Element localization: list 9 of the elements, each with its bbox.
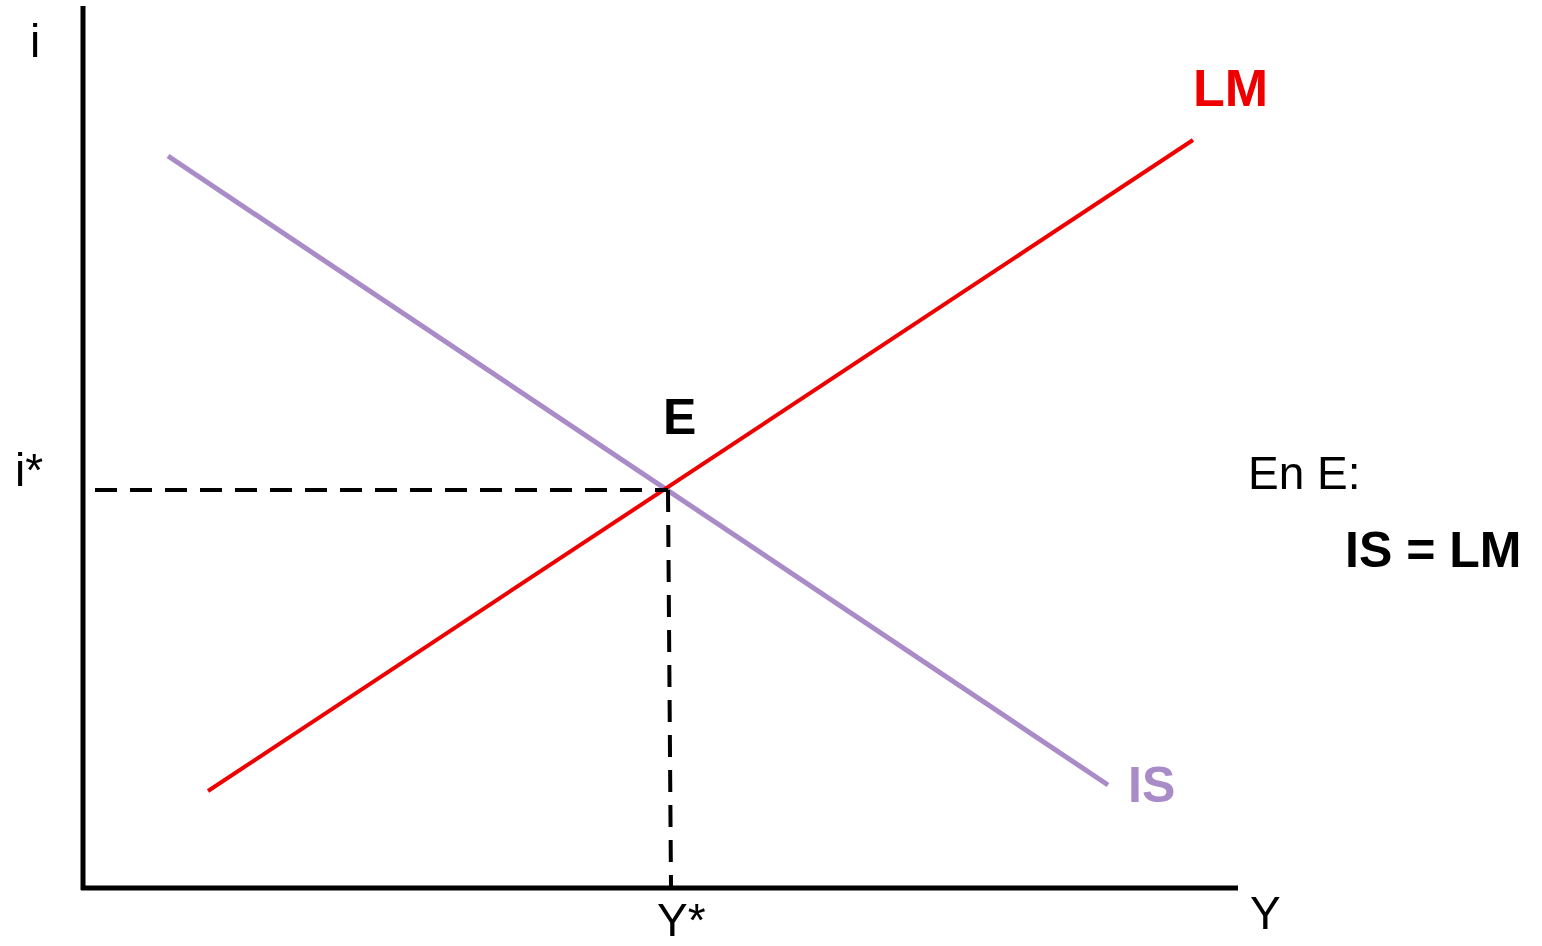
curve-label: LM <box>1193 62 1269 114</box>
axis-value-label: Y* <box>657 897 706 943</box>
annotation-text: En E: <box>1248 450 1361 496</box>
equation-text: IS = LM <box>1345 525 1522 575</box>
curve-label: IS <box>1128 760 1176 810</box>
point-label: E <box>663 392 697 442</box>
axis-label: Y <box>1250 890 1281 936</box>
axis-label: i <box>30 18 41 64</box>
axis-value-label: i* <box>15 447 44 493</box>
